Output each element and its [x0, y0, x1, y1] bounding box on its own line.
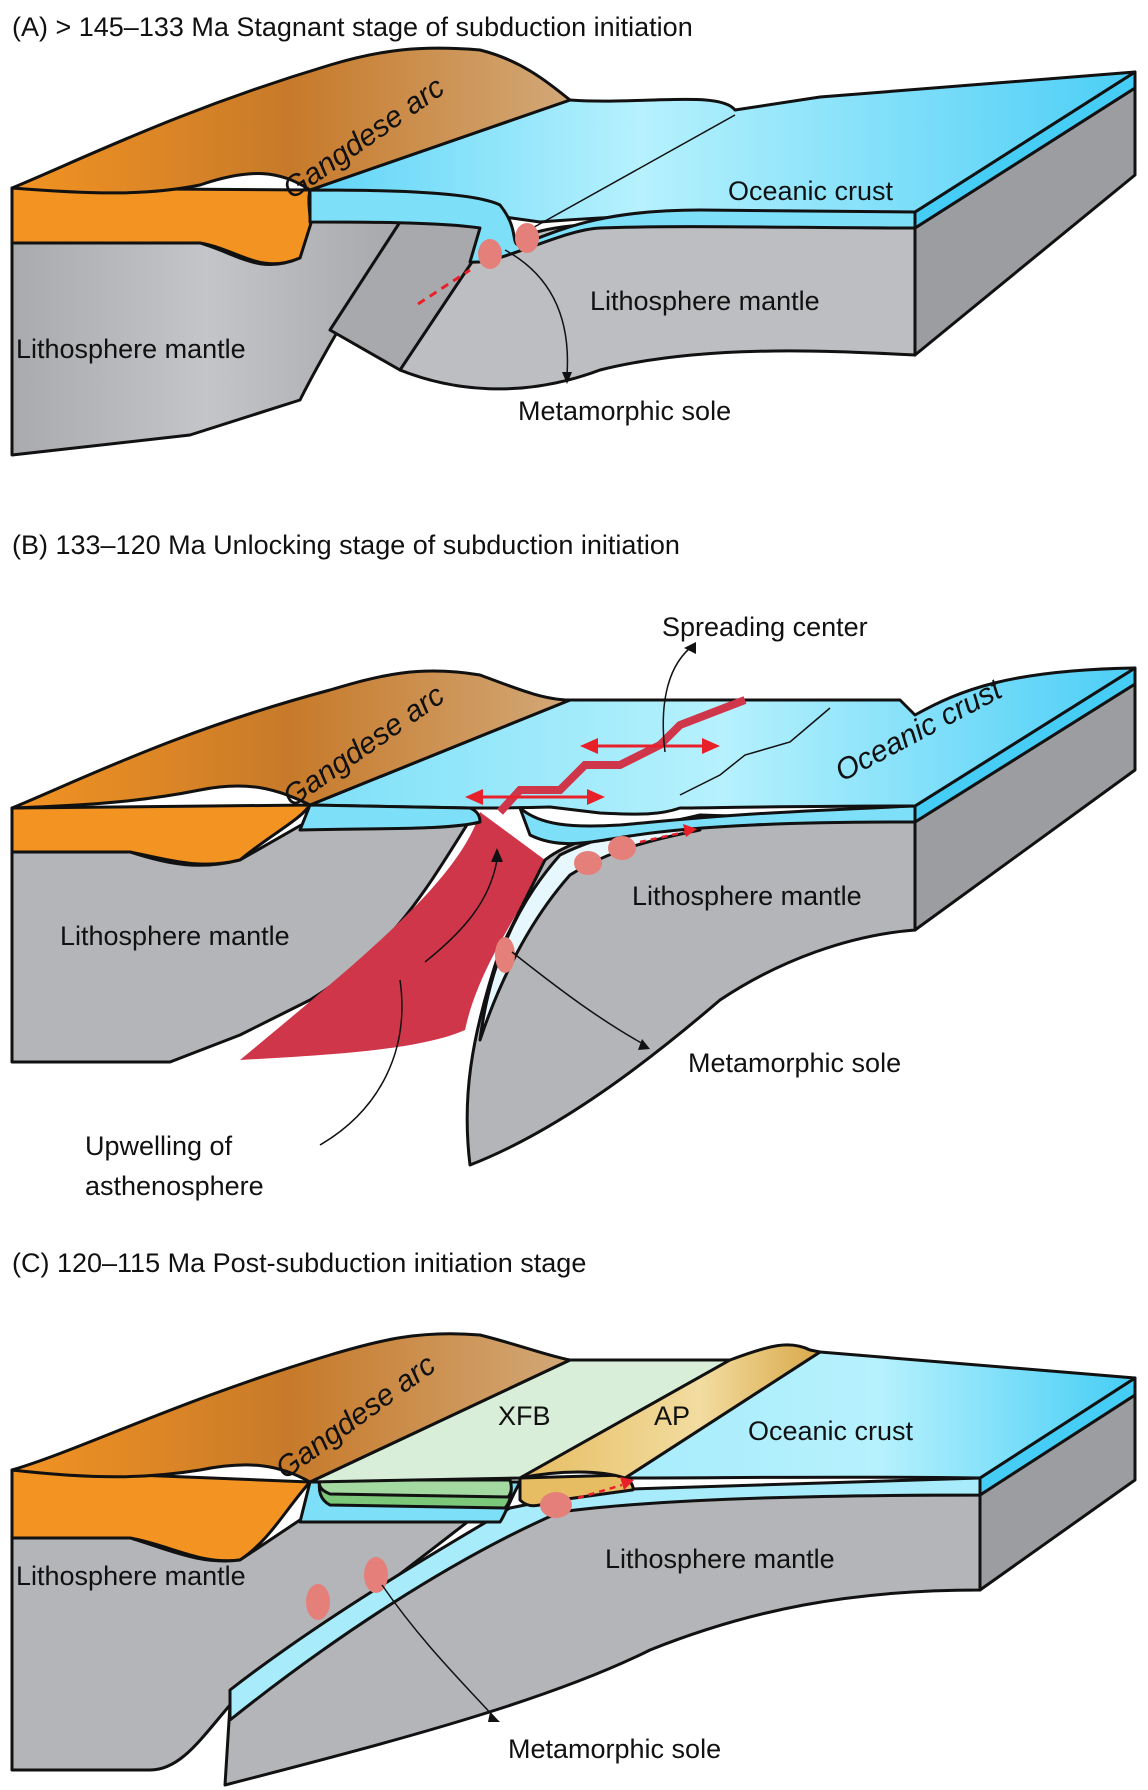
sole-pointer [381, 1584, 496, 1719]
subduction-dashed-arrow [577, 1483, 623, 1500]
sole-pointer-arrow [504, 249, 569, 376]
oceanic-crust-label: Oceanic crust [728, 176, 894, 206]
mantle-left-label: Lithosphere mantle [16, 1561, 246, 1591]
xfb-layers [317, 1478, 513, 1510]
panel-a-title: (A) > 145–133 Ma Stagnant stage of subdu… [12, 12, 693, 42]
spreading-center-label: Spreading center [662, 612, 868, 642]
upwelling-label-line1: Upwelling of [85, 1131, 233, 1161]
spreading-arrow-lower [465, 789, 605, 805]
subduction-arrowhead [620, 1477, 634, 1490]
upwelling-label-line2: asthenosphere [85, 1171, 264, 1201]
asthenosphere [240, 812, 545, 1060]
panel-a-diagram: Gangdese arc Oceanic crust Lithosphere m… [10, 46, 1137, 457]
metamorphic-sole-spot [478, 239, 502, 269]
sole-label: Metamorphic sole [518, 396, 731, 426]
mantle-left-label: Lithosphere mantle [60, 921, 290, 951]
ap-surface [518, 1343, 822, 1480]
mantle-right-label: Lithosphere mantle [590, 286, 820, 316]
ocean-surface [308, 666, 1137, 816]
upwelling-arrow [424, 859, 498, 963]
oceanic-crust-label: Oceanic crust [748, 1416, 914, 1446]
panel-b-diagram: Gangdese arc Oceanic crust Spreading cen… [10, 612, 1137, 1201]
mantle-left-label: Lithosphere mantle [16, 334, 246, 364]
ocean-front-right [518, 804, 917, 846]
metamorphic-sole-spot [608, 836, 636, 860]
subduction-dashed-line [417, 268, 471, 306]
sole-pointer-arrowhead [488, 1712, 500, 1722]
ap-label: AP [654, 1401, 690, 1431]
mantle-right-label: Lithosphere mantle [632, 881, 862, 911]
panel-c-diagram: Gangdese arc XFB AP Oceanic crust Lithos… [10, 1332, 1137, 1787]
ocean-front [308, 188, 917, 264]
subduction-arrowhead [683, 824, 697, 837]
upwelling-pointer [319, 979, 403, 1146]
metamorphic-sole-spot [574, 851, 602, 875]
spreading-ridge [497, 696, 747, 815]
sole-pointer-arrowhead [562, 372, 572, 384]
metamorphic-sole-spot [540, 1492, 572, 1518]
xfb-label: XFB [498, 1401, 551, 1431]
panel-b-title: (B) 133–120 Ma Unlocking stage of subduc… [12, 530, 680, 560]
metamorphic-sole-spot [306, 1584, 330, 1620]
sole-label: Metamorphic sole [508, 1734, 721, 1764]
sole-label: Metamorphic sole [688, 1048, 901, 1078]
mantle-right-label: Lithosphere mantle [605, 1544, 835, 1574]
metamorphic-sole-spot [495, 937, 515, 973]
arc-top [10, 1332, 572, 1484]
arc-top [10, 46, 572, 195]
sole-pointer [511, 951, 646, 1046]
upwelling-arrowhead [491, 848, 503, 862]
panel-c-title: (C) 120–115 Ma Post-subduction initiatio… [12, 1248, 587, 1278]
ocean-front [298, 803, 482, 832]
spreading-pointer [662, 647, 691, 753]
ocean-surface [623, 1350, 1137, 1480]
slab-crust-strip [228, 1476, 982, 1722]
metamorphic-sole-spot [515, 223, 539, 253]
trench-line [519, 114, 736, 236]
metamorphic-sole-spot [364, 1557, 388, 1593]
spreading-arrow-upper [580, 738, 720, 754]
sole-pointer-arrowhead [638, 1039, 650, 1050]
ridge-line [679, 707, 831, 796]
arc-top [10, 669, 572, 810]
subduction-dashed-arrow [639, 830, 686, 844]
spreading-pointer-arrowhead [684, 642, 696, 654]
